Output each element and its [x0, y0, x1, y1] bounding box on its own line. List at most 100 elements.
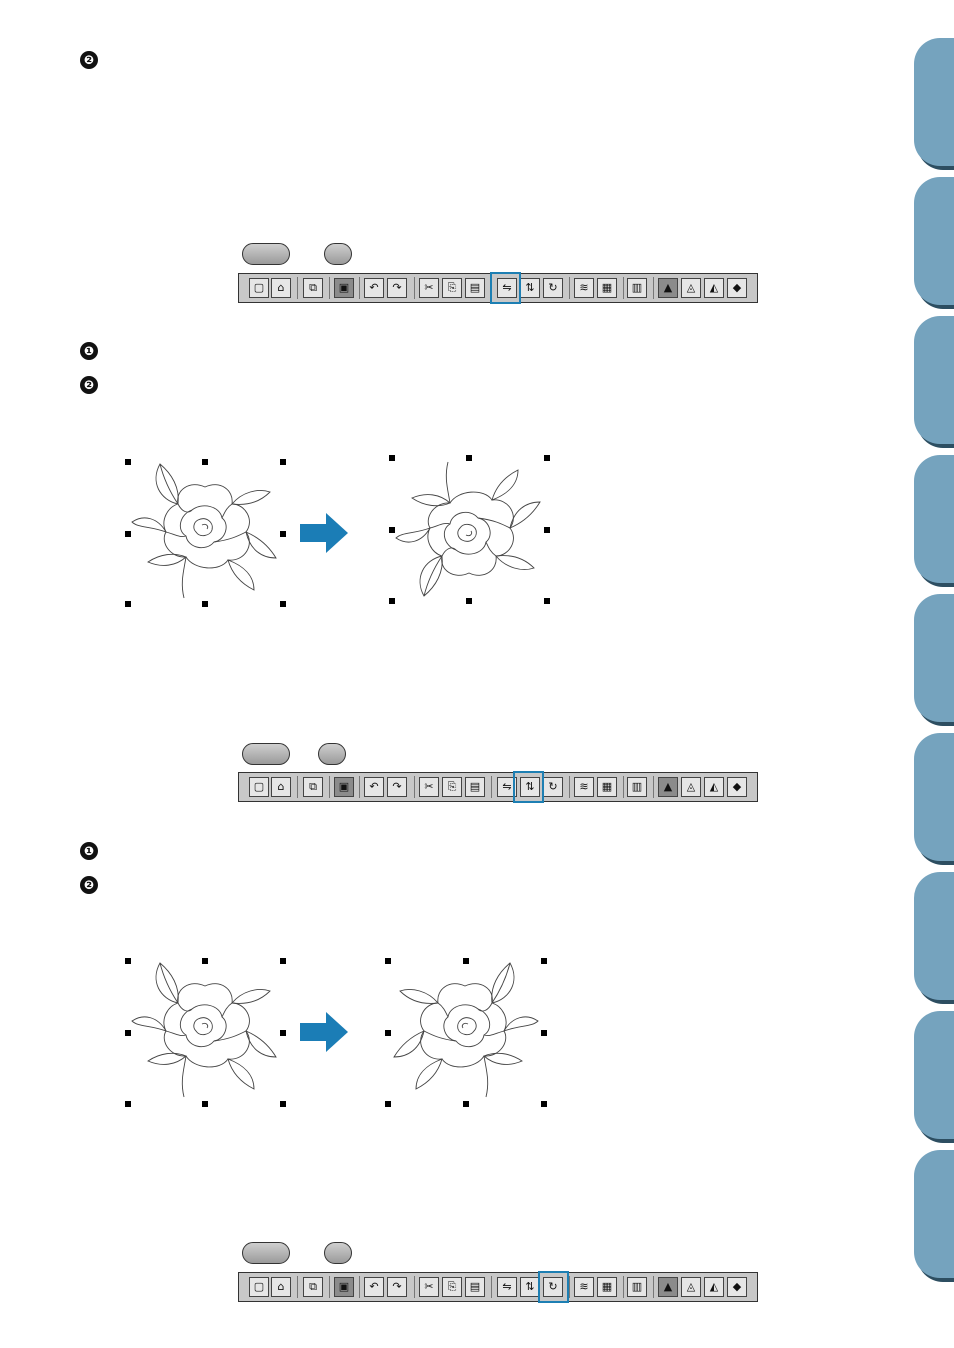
- rose-mirrored-vertical: [393, 962, 539, 1098]
- undo-icon[interactable]: ↶: [364, 278, 384, 298]
- preview-icon[interactable]: ▥: [627, 777, 647, 797]
- chapter-tab-1[interactable]: [914, 38, 954, 166]
- chapter-tab-9[interactable]: [914, 1150, 954, 1278]
- stitch-icon[interactable]: ≋: [574, 278, 594, 298]
- save-disk-icon[interactable]: ▣: [334, 777, 354, 797]
- import-icon[interactable]: ⧉: [303, 777, 323, 797]
- mirror-horizontal-icon[interactable]: ⇋: [497, 777, 517, 797]
- shortcut-key-ctrl: [242, 743, 290, 765]
- chapter-tab-6[interactable]: [914, 733, 954, 861]
- step-marker-2: ❷: [80, 876, 98, 894]
- mirror-vertical-icon[interactable]: ⇅: [520, 777, 540, 797]
- toolbar-separator: [623, 277, 624, 299]
- chapter-tab-2[interactable]: [914, 177, 954, 305]
- rose-outline-stroke: [445, 461, 451, 504]
- chapter-tab-4[interactable]: [914, 455, 954, 583]
- mirror-vertical-icon[interactable]: ⇅: [520, 1277, 540, 1297]
- chapter-tab-5[interactable]: [914, 594, 954, 722]
- scissors-cut-icon[interactable]: ✂: [419, 1277, 439, 1297]
- chapter-tab-7[interactable]: [914, 872, 954, 1000]
- rose-outline-stroke: [502, 1016, 539, 1032]
- grid-icon[interactable]: ▦: [597, 278, 617, 298]
- rotate-icon[interactable]: ↻: [543, 1277, 563, 1297]
- step-marker-1: ❶: [80, 342, 98, 360]
- preview-icon[interactable]: ▥: [627, 278, 647, 298]
- mirror-vertical-icon[interactable]: ⇅: [520, 278, 540, 298]
- region-icon[interactable]: ◬: [681, 777, 701, 797]
- redo-icon[interactable]: ↷: [387, 777, 407, 797]
- undo-icon[interactable]: ↶: [364, 777, 384, 797]
- save-disk-icon[interactable]: ▣: [334, 1277, 354, 1297]
- save-disk-icon[interactable]: ▣: [334, 278, 354, 298]
- line-icon[interactable]: ◭: [704, 1277, 724, 1297]
- rose-outline-stroke: [221, 503, 233, 519]
- rose-original-1: [131, 463, 277, 599]
- rose-outline-stroke: [491, 962, 511, 1004]
- toolbar-separator: [414, 1276, 415, 1298]
- chapter-tab-3[interactable]: [914, 316, 954, 444]
- preview-icon[interactable]: ▥: [627, 1277, 647, 1297]
- rose-outline-stroke: [131, 1016, 168, 1032]
- rose-outline-stroke: [399, 989, 439, 1004]
- rose-outline-stroke: [159, 962, 179, 1004]
- toolbar-3: ▢⌂ ⧉ ▣ ↶↷ ✂⎘▤ ⇋⇅↻ ≋▦ ▥ ▲◬◭◆: [238, 1272, 758, 1302]
- region-icon[interactable]: ◬: [681, 278, 701, 298]
- rose-outline-stroke: [213, 531, 247, 543]
- sewing-attribute-icon[interactable]: ▲: [658, 777, 678, 797]
- line-icon[interactable]: ◭: [704, 278, 724, 298]
- step-marker-1: ❶: [80, 842, 98, 860]
- mirror-horizontal-icon[interactable]: ⇋: [497, 278, 517, 298]
- rose-outline-stroke: [155, 463, 179, 505]
- grid-icon[interactable]: ▦: [597, 1277, 617, 1297]
- copy-icon[interactable]: ⎘: [442, 1277, 462, 1297]
- chapter-tab-8[interactable]: [914, 1011, 954, 1139]
- rose-outline-stroke: [485, 541, 497, 557]
- fill-icon[interactable]: ◆: [727, 278, 747, 298]
- paste-icon[interactable]: ▤: [465, 278, 485, 298]
- paste-icon[interactable]: ▤: [465, 777, 485, 797]
- redo-icon[interactable]: ↷: [387, 278, 407, 298]
- arrow-right-icon: [300, 1012, 348, 1052]
- line-icon[interactable]: ◭: [704, 777, 724, 797]
- redo-icon[interactable]: ↷: [387, 1277, 407, 1297]
- rotate-icon[interactable]: ↻: [543, 777, 563, 797]
- new-file-icon[interactable]: ▢: [249, 1277, 269, 1297]
- scissors-cut-icon[interactable]: ✂: [419, 777, 439, 797]
- undo-icon[interactable]: ↶: [364, 1277, 384, 1297]
- stitch-icon[interactable]: ≋: [574, 777, 594, 797]
- sewing-attribute-icon[interactable]: ▲: [658, 278, 678, 298]
- scissors-cut-icon[interactable]: ✂: [419, 278, 439, 298]
- import-icon[interactable]: ⧉: [303, 1277, 323, 1297]
- rose-outline-stroke: [393, 1030, 425, 1058]
- fill-icon[interactable]: ◆: [727, 777, 747, 797]
- rose-outline-stroke: [227, 1058, 255, 1090]
- rose-outline-stroke: [163, 484, 250, 569]
- open-folder-icon[interactable]: ⌂: [271, 278, 291, 298]
- grid-icon[interactable]: ▦: [597, 777, 617, 797]
- rose-outline-stroke: [491, 962, 515, 1004]
- new-file-icon[interactable]: ▢: [249, 278, 269, 298]
- rose-outline-stroke: [245, 1030, 277, 1058]
- sewing-attribute-icon[interactable]: ▲: [658, 1277, 678, 1297]
- rose-outline-stroke: [201, 523, 209, 530]
- region-icon[interactable]: ◬: [681, 1277, 701, 1297]
- toolbar-separator: [653, 776, 654, 798]
- paste-icon[interactable]: ▤: [465, 1277, 485, 1297]
- open-folder-icon[interactable]: ⌂: [271, 777, 291, 797]
- toolbar-separator: [359, 776, 360, 798]
- rose-outline-stroke: [201, 1022, 209, 1029]
- highlight-mirror-horizontal: [490, 272, 521, 304]
- shortcut-key-letter: [318, 743, 346, 765]
- toolbar-separator: [329, 277, 330, 299]
- mirror-horizontal-icon[interactable]: ⇋: [497, 1277, 517, 1297]
- stitch-icon[interactable]: ≋: [574, 1277, 594, 1297]
- copy-icon[interactable]: ⎘: [442, 777, 462, 797]
- fill-icon[interactable]: ◆: [727, 1277, 747, 1297]
- rotate-icon[interactable]: ↻: [543, 278, 563, 298]
- open-folder-icon[interactable]: ⌂: [271, 1277, 291, 1297]
- copy-icon[interactable]: ⎘: [442, 278, 462, 298]
- import-icon[interactable]: ⧉: [303, 278, 323, 298]
- rose-outline-stroke: [483, 1052, 523, 1065]
- new-file-icon[interactable]: ▢: [249, 777, 269, 797]
- rose-outline-stroke: [147, 1052, 187, 1065]
